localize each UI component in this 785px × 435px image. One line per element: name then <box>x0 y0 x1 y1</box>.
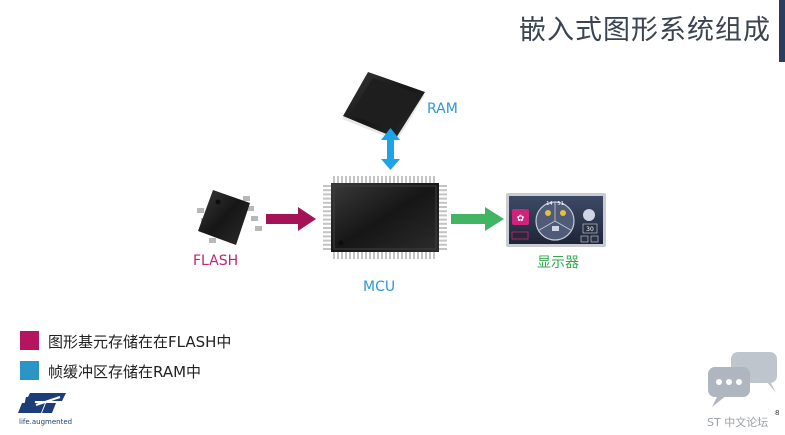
flash-mcu-arrow <box>266 207 316 231</box>
legend-swatch-flash <box>20 331 39 350</box>
ram-chip <box>342 72 425 141</box>
logo-tagline: life.augmented <box>19 418 73 426</box>
legend-swatch-ram <box>20 361 39 380</box>
slide-title: 嵌入式图形系统组成 <box>519 15 771 46</box>
display-time-text: 14 : 51 <box>546 201 564 207</box>
legend-item-flash: 图形基元存储在在FLASH中 <box>20 331 231 352</box>
flash-chip <box>197 190 262 245</box>
watermark-text: ST 中文论坛 <box>707 416 769 429</box>
display-dial-value: 30 <box>586 226 594 233</box>
mcu-chip <box>323 176 447 259</box>
forum-chat-icon <box>708 352 777 407</box>
title-accent-bar <box>779 0 785 62</box>
display-label: 显示器 <box>537 255 579 271</box>
flash-label: FLASH <box>193 253 239 269</box>
legend-text-flash: 图形基元存储在在FLASH中 <box>48 333 232 351</box>
ram-mcu-arrow <box>381 128 400 170</box>
mcu-display-arrow <box>451 207 504 231</box>
legend-item-ram: 帧缓冲区存储在RAM中 <box>20 361 201 382</box>
st-logo <box>18 393 66 413</box>
ram-label: RAM <box>427 101 458 117</box>
svg-text:✿: ✿ <box>517 214 525 224</box>
mcu-label: MCU <box>363 279 396 295</box>
display-device: ✿ 14 : 51 30 <box>506 193 606 247</box>
page-number: 8 <box>775 409 780 417</box>
legend-text-ram: 帧缓冲区存储在RAM中 <box>48 363 202 381</box>
